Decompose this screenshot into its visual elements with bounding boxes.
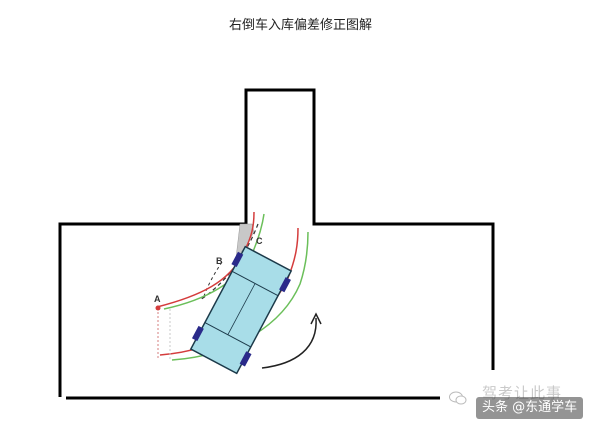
wheel-rear-left [191,325,204,342]
diagram-title: 右倒车入库偏差修正图解 [228,18,372,33]
car-windshield-front [231,270,279,297]
wheel-rear-right [239,351,252,367]
wechat-icon [449,391,467,405]
rotation-arrow [261,317,317,369]
point-c-label: C [256,236,263,246]
source-watermark: 头条 @东通学车 [476,397,584,419]
wheel-front-right [279,277,291,293]
rotation-arrow-head [310,312,322,325]
point-a-label: A [154,294,161,304]
car [189,245,293,375]
point-a-marker [155,305,161,311]
car-center-line [227,283,256,335]
point-b-label: B [216,256,223,266]
dashed-guide-line-b [203,261,223,297]
parking-outline [58,88,495,397]
wheel-front-left [231,251,244,267]
